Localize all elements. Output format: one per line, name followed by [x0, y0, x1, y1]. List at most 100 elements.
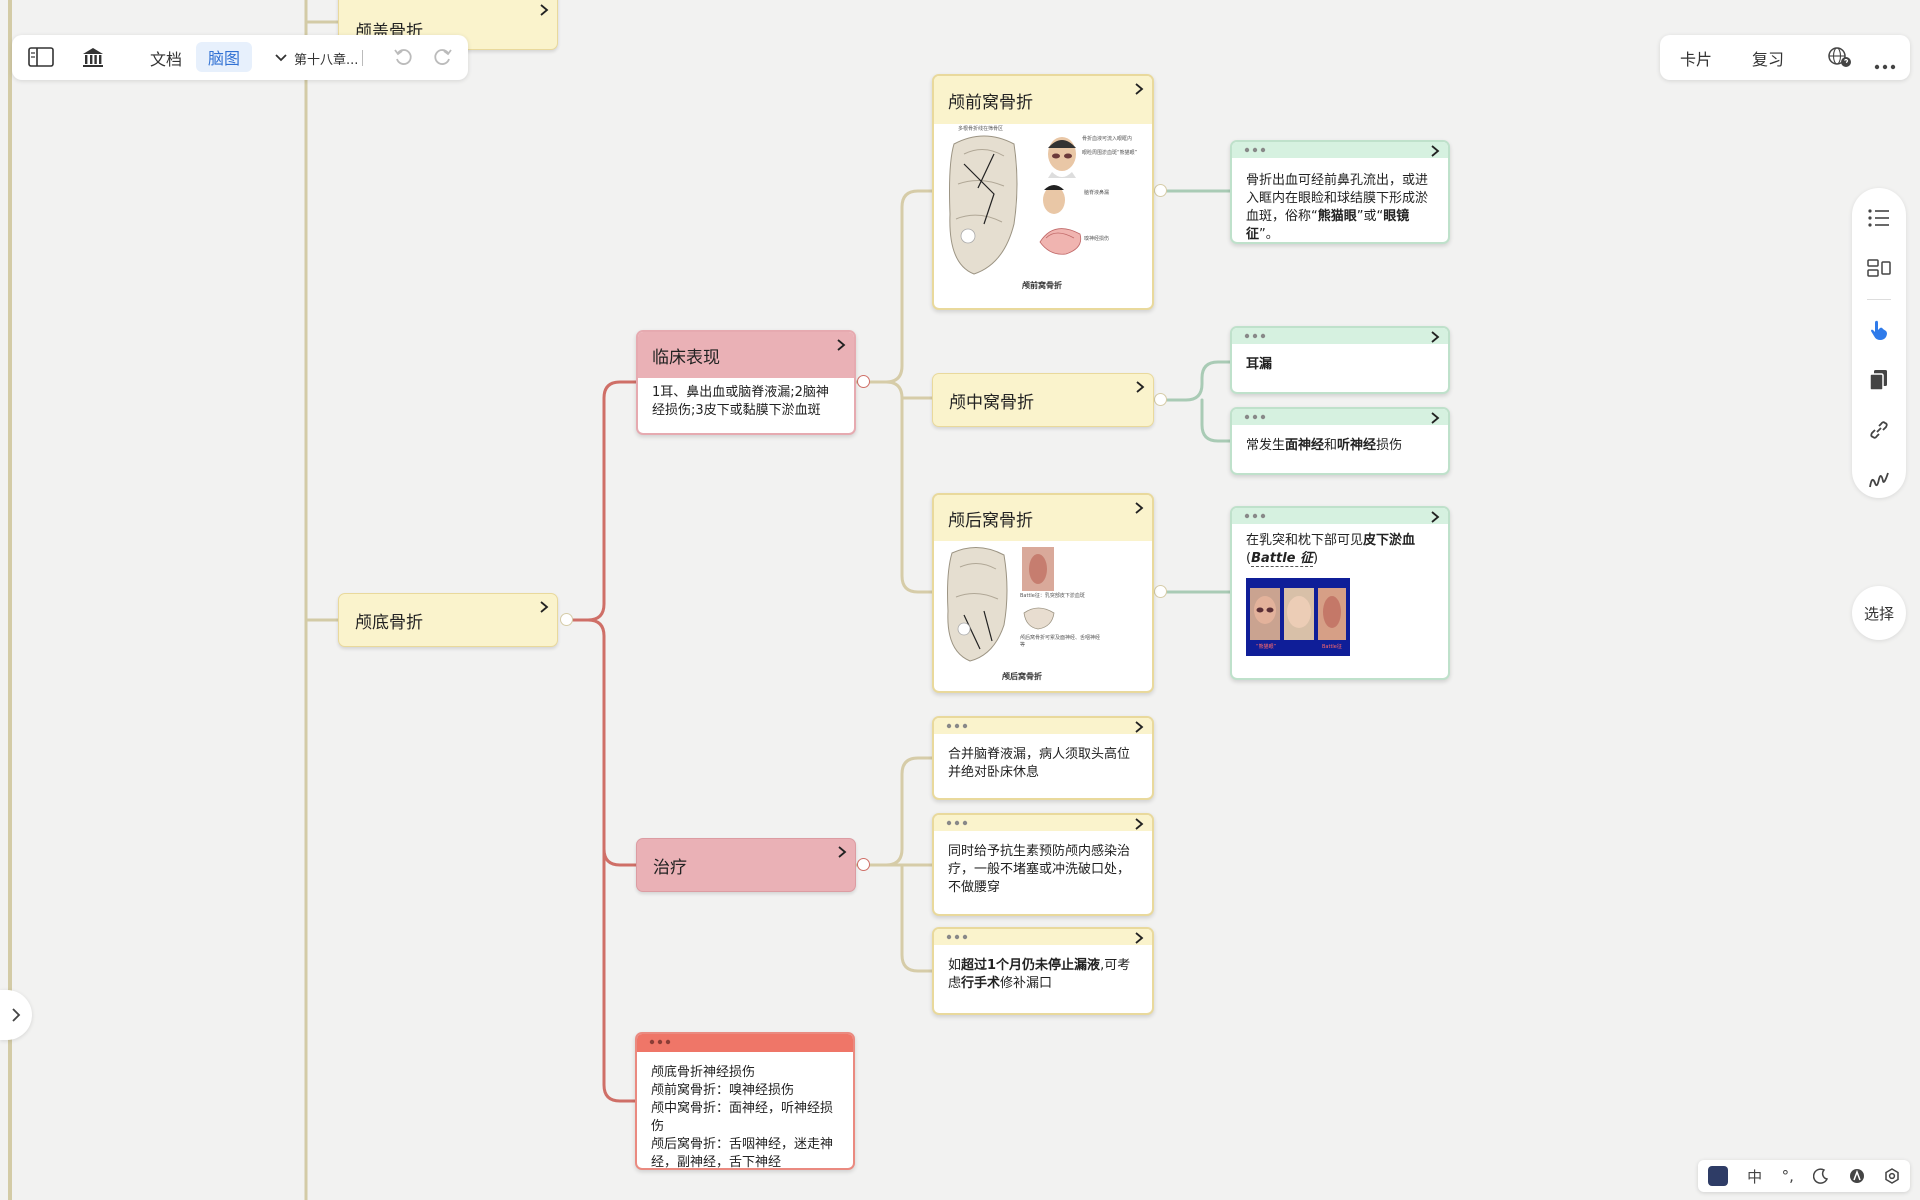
node-clinical[interactable]: 临床表现 1耳、鼻出血或脑脊液漏;2脑神经损伤;3皮下或黏膜下淤血斑 — [636, 330, 856, 435]
chevron-right-icon[interactable] — [836, 338, 846, 352]
collapse-toggle-posterior[interactable] — [1154, 585, 1167, 598]
node-skull-base[interactable]: 颅底骨折 — [338, 593, 558, 647]
card-button[interactable]: 卡片 — [1680, 50, 1713, 69]
facial-post: 损伤 — [1376, 438, 1403, 453]
node-treatment[interactable]: 治疗 — [636, 838, 856, 892]
copy-button[interactable] — [1867, 368, 1891, 392]
node-treat-2[interactable]: 同时给予抗生素预防颅内感染治疗，一般不堵塞或冲洗破口处，不做腰穿 — [932, 813, 1154, 916]
posterior-fossa-figure: Battle征：乳突部皮下淤血斑 颅后窝骨折可累及面神经、舌咽神经等 颅后窝骨折 — [934, 541, 1152, 691]
chapter-dropdown[interactable]: 第十八章... — [274, 46, 376, 70]
facial-bold-1: 面神经 — [1285, 438, 1325, 453]
layout-button[interactable] — [1867, 256, 1891, 280]
facial-bold-2: 听神经 — [1337, 438, 1377, 453]
battle-sign: Battle 征 — [1251, 551, 1313, 567]
anterior-detail-pre: 骨折出血可经前鼻孔流出，或进入眶内在眼睑和球结膜下形成淤血斑，俗称“ — [1246, 173, 1429, 224]
node-treat-1[interactable]: 合并脑脊液漏，病人须取头高位并绝对卧床休息 — [932, 716, 1154, 800]
node-nerve-summary[interactable]: 颅底骨折神经损伤 颅前窝骨折：嗅神经损伤 颅中窝骨折：面神经，听神经损伤 颅后窝… — [635, 1032, 855, 1170]
skull-base-illustration — [949, 135, 1082, 275]
side-tool-rail — [1852, 188, 1906, 498]
more-dots-icon[interactable] — [946, 934, 968, 940]
settings-icon[interactable] — [1884, 1168, 1900, 1184]
collapse-toggle-anterior[interactable] — [1154, 184, 1167, 197]
chevron-right-icon[interactable] — [1430, 411, 1440, 425]
posterior-detail-close: ) — [1313, 551, 1319, 566]
anterior-detail-bold-1: 熊猫眼 — [1317, 209, 1357, 224]
list-icon — [1868, 209, 1889, 227]
chevron-right-icon[interactable] — [1134, 501, 1144, 515]
more-dots-icon[interactable] — [946, 820, 968, 826]
posterior-detail-bold: 皮下淤血 — [1363, 533, 1416, 548]
more-button[interactable] — [1874, 55, 1896, 70]
more-dots-icon[interactable] — [649, 1039, 671, 1045]
node-treat-3-text: 如超过1个月仍未停止漏液,可考虑行手术修补漏口 — [934, 945, 1152, 1003]
ime-punctuation[interactable]: °, — [1781, 1167, 1794, 1185]
treat-3-bold-1: 超过1个月仍未停止漏液 — [961, 958, 1101, 973]
treat-3-pre: 如 — [948, 958, 962, 973]
more-dots-icon[interactable] — [1244, 333, 1266, 339]
select-button[interactable]: 选择 — [1852, 586, 1906, 640]
pointer-tool-button[interactable] — [1867, 318, 1891, 342]
chevron-right-icon[interactable] — [1430, 510, 1440, 524]
chevron-right-icon[interactable] — [1134, 82, 1144, 96]
node-posterior-detail[interactable]: 在乳突和枕下部可见皮下淤血(Battle 征) “熊猫眼” Battle征 — [1230, 506, 1450, 680]
expand-panel-button[interactable] — [0, 990, 32, 1040]
ime-language[interactable]: 中 — [1747, 1167, 1763, 1186]
collapse-toggle-middle[interactable] — [1154, 393, 1167, 406]
chevron-right-icon[interactable] — [1430, 144, 1440, 158]
node-anterior-head: 颅前窝骨折 — [934, 76, 1152, 124]
node-clinical-title: 临床表现 — [652, 347, 720, 368]
chevron-right-icon[interactable] — [539, 600, 549, 614]
www-help-button[interactable] — [1826, 46, 1852, 70]
node-treat-1-strip — [934, 718, 1152, 734]
collapse-toggle-clinical[interactable] — [857, 375, 870, 388]
chevron-right-icon[interactable] — [1134, 817, 1144, 831]
node-facial-nerve[interactable]: 常发生面神经和听神经损伤 — [1230, 407, 1450, 475]
node-clinical-text: 1耳、鼻出血或脑脊液漏;2脑神经损伤;3皮下或黏膜下淤血斑 — [652, 385, 829, 418]
skin-icon[interactable] — [1849, 1168, 1865, 1184]
chevron-right-icon[interactable] — [837, 845, 847, 859]
node-treat-2-text: 同时给予抗生素预防颅内感染治疗，一般不堵塞或冲洗破口处，不做腰穿 — [948, 844, 1131, 895]
freehand-button[interactable] — [1867, 468, 1891, 492]
battle-sign-photo: “熊猫眼” Battle征 — [1246, 578, 1350, 656]
node-treat-3[interactable]: 如超过1个月仍未停止漏液,可考虑行手术修补漏口 — [932, 927, 1154, 1015]
more-dots-icon[interactable] — [946, 723, 968, 729]
redo-button[interactable] — [432, 46, 454, 68]
ime-logo-icon[interactable] — [1707, 1166, 1728, 1186]
ear-leak-bold: 耳漏 — [1246, 357, 1273, 372]
moon-icon[interactable] — [1813, 1168, 1829, 1184]
chevron-right-icon[interactable] — [1135, 380, 1145, 394]
battle-photo-label-2: Battle征 — [1322, 644, 1342, 650]
hand-pointer-icon — [1871, 320, 1887, 340]
review-button[interactable]: 复习 — [1752, 50, 1785, 69]
node-anterior-detail[interactable]: 骨折出血可经前鼻孔流出，或进入眶内在眼睑和球结膜下形成淤血斑，俗称“熊猫眼”或“… — [1230, 140, 1450, 244]
collapse-toggle-skull-base[interactable] — [560, 613, 573, 626]
node-middle-fossa[interactable]: 颅中窝骨折 — [932, 373, 1154, 427]
node-anterior-fossa[interactable]: 颅前窝骨折 多根骨折线在筛骨区 骨折血液可流入眼眶内 眼睑周围淤血斑“熊猫眼” … — [932, 74, 1154, 310]
more-dots-icon[interactable] — [1244, 147, 1266, 153]
www-help-icon — [1828, 47, 1851, 67]
posterior-fig-caption: 颅后窝骨折 — [1002, 672, 1042, 681]
right-toolbar: 卡片 复习 — [1660, 35, 1910, 80]
chevron-right-icon[interactable] — [539, 3, 549, 17]
chevron-right-icon[interactable] — [1134, 720, 1144, 734]
node-posterior-fossa[interactable]: 颅后窝骨折 Battle征：乳突部皮下淤血斑 颅后窝骨折可累及面神经、舌咽神经等… — [932, 493, 1154, 693]
link-middle-facial — [1200, 398, 1234, 443]
sidebar-toggle-button[interactable] — [28, 45, 54, 69]
chevron-right-icon[interactable] — [1134, 931, 1144, 945]
doc-tab[interactable]: 文档 — [149, 50, 182, 69]
chevron-right-icon[interactable] — [1430, 330, 1440, 344]
library-button[interactable] — [80, 45, 106, 69]
link-button[interactable] — [1867, 418, 1891, 442]
outline-button[interactable] — [1867, 206, 1891, 230]
toolbar-divider — [362, 50, 364, 66]
collapse-toggle-treatment[interactable] — [857, 858, 870, 871]
more-dots-icon[interactable] — [1244, 513, 1266, 519]
anterior-detail-bold-2: 眼镜征 — [1246, 209, 1410, 242]
summary-line-1: 颅底骨折神经损伤 — [651, 1065, 756, 1080]
undo-button[interactable] — [392, 46, 414, 68]
summary-line-4: 颅后窝骨折：舌咽神经，迷走神经，副神经，舌下神经 — [651, 1137, 834, 1170]
node-ear-leak[interactable]: 耳漏 — [1230, 326, 1450, 394]
node-middle-title: 颅中窝骨折 — [949, 392, 1034, 413]
more-dots-icon[interactable] — [1244, 414, 1266, 420]
mindmap-tab[interactable]: 脑图 — [196, 42, 253, 72]
